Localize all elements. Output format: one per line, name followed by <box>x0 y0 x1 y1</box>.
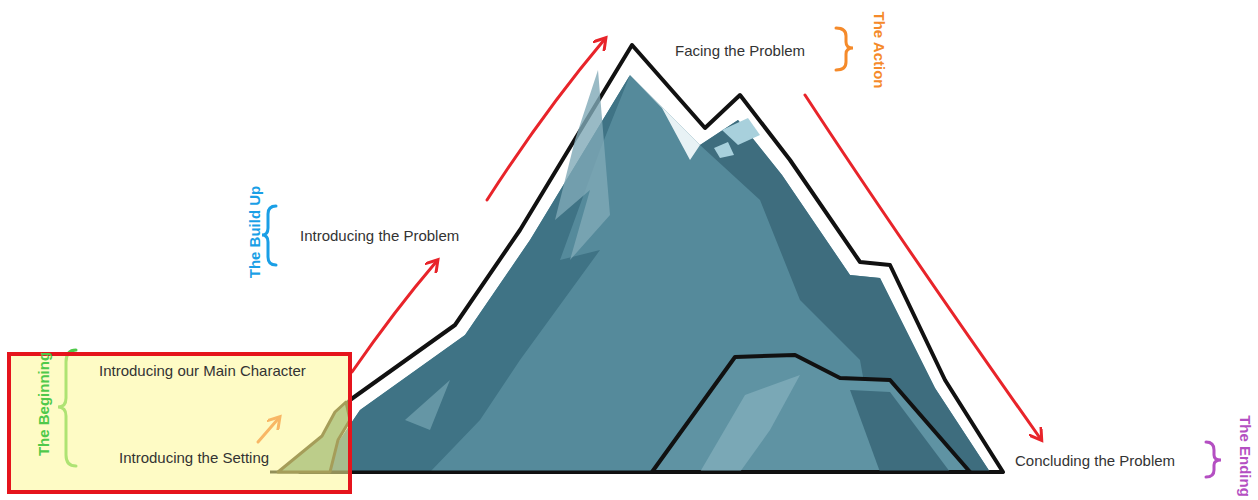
stage-text: Introducing the Setting <box>119 449 269 467</box>
stage-text: Concluding the Problem <box>1015 452 1175 470</box>
section-heading: The Build Up <box>246 186 264 279</box>
stage-text: Facing the Problem <box>675 42 805 60</box>
mountain <box>270 45 1003 472</box>
section-heading: The Action <box>870 12 888 89</box>
section-heading: The Beginning <box>35 352 53 456</box>
highlight-box: The Beginning Introducing our Main Charac… <box>7 352 352 494</box>
stage-text: Introducing our Main Character <box>99 362 306 380</box>
section-heading: The Ending <box>1236 415 1254 497</box>
stage-text: Introducing the Problem <box>300 227 459 245</box>
